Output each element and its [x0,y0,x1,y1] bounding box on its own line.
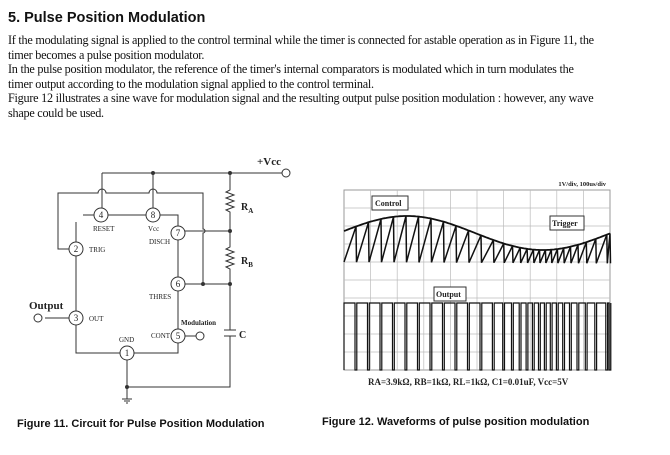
pin-1: 1 [125,348,130,358]
body-paragraph: If the modulating signal is applied to t… [8,33,594,121]
paragraph-line: In the pulse position modulator, the ref… [8,62,574,77]
output-label-box [433,286,467,302]
pin-7: 7 [176,228,181,238]
paragraph-line: shape could be used. [8,105,104,120]
pin-8: 8 [151,210,156,220]
label-ra: RA [241,202,253,215]
paragraph-line: If the modulating signal is applied to t… [8,33,594,47]
pin-2: 2 [74,244,79,254]
label-reset: RESET [93,225,115,233]
output-pulse-train [343,302,612,371]
control-label: Control [375,199,402,208]
label-gnd: GND [119,336,134,344]
pin-5: 5 [176,331,181,341]
trigger-label: Trigger [552,219,578,228]
control-sine [343,215,611,251]
paragraph-line: timer output according to the modulation… [8,76,374,91]
label-disch: DISCH [149,238,170,246]
paragraph-line: Figure 12 illustrates a sine wave for mo… [8,91,594,106]
trigger-label-box [549,215,585,231]
label-output: Output [29,300,64,312]
label-vcc-supply: +Vcc [257,156,281,168]
output-label: Output [436,290,461,299]
figure-11-caption: Figure 11. Circuit for Pulse Position Mo… [17,418,265,430]
section-title: 5. Pulse Position Modulation [8,10,206,26]
label-cont: CONT [151,332,171,340]
trigger-sawtooth [343,215,612,264]
paragraph-line: timer becomes a pulse position modulator… [8,47,205,62]
circuit-parameters: RA=3.9kΩ, RB=1kΩ, RL=1kΩ, C1=0.01uF, Vcc… [368,377,569,387]
label-vcc-pin: Vcc [148,225,159,233]
control-label-box [371,195,409,211]
label-rb: RB [241,256,253,269]
label-trig: TRIG [89,246,105,254]
label-c: C [239,330,246,341]
pin-4: 4 [99,210,104,220]
label-modulation: Modulation [181,319,216,327]
circuit-diagram [33,168,291,404]
figure-12-caption: Figure 12. Waveforms of pulse position m… [322,416,590,428]
pin-3: 3 [74,313,79,323]
scope-scale: 1V/div, 100us/div [558,181,606,188]
label-thres: THRES [149,293,171,301]
pin-6: 6 [176,279,181,289]
label-out: OUT [89,315,104,323]
